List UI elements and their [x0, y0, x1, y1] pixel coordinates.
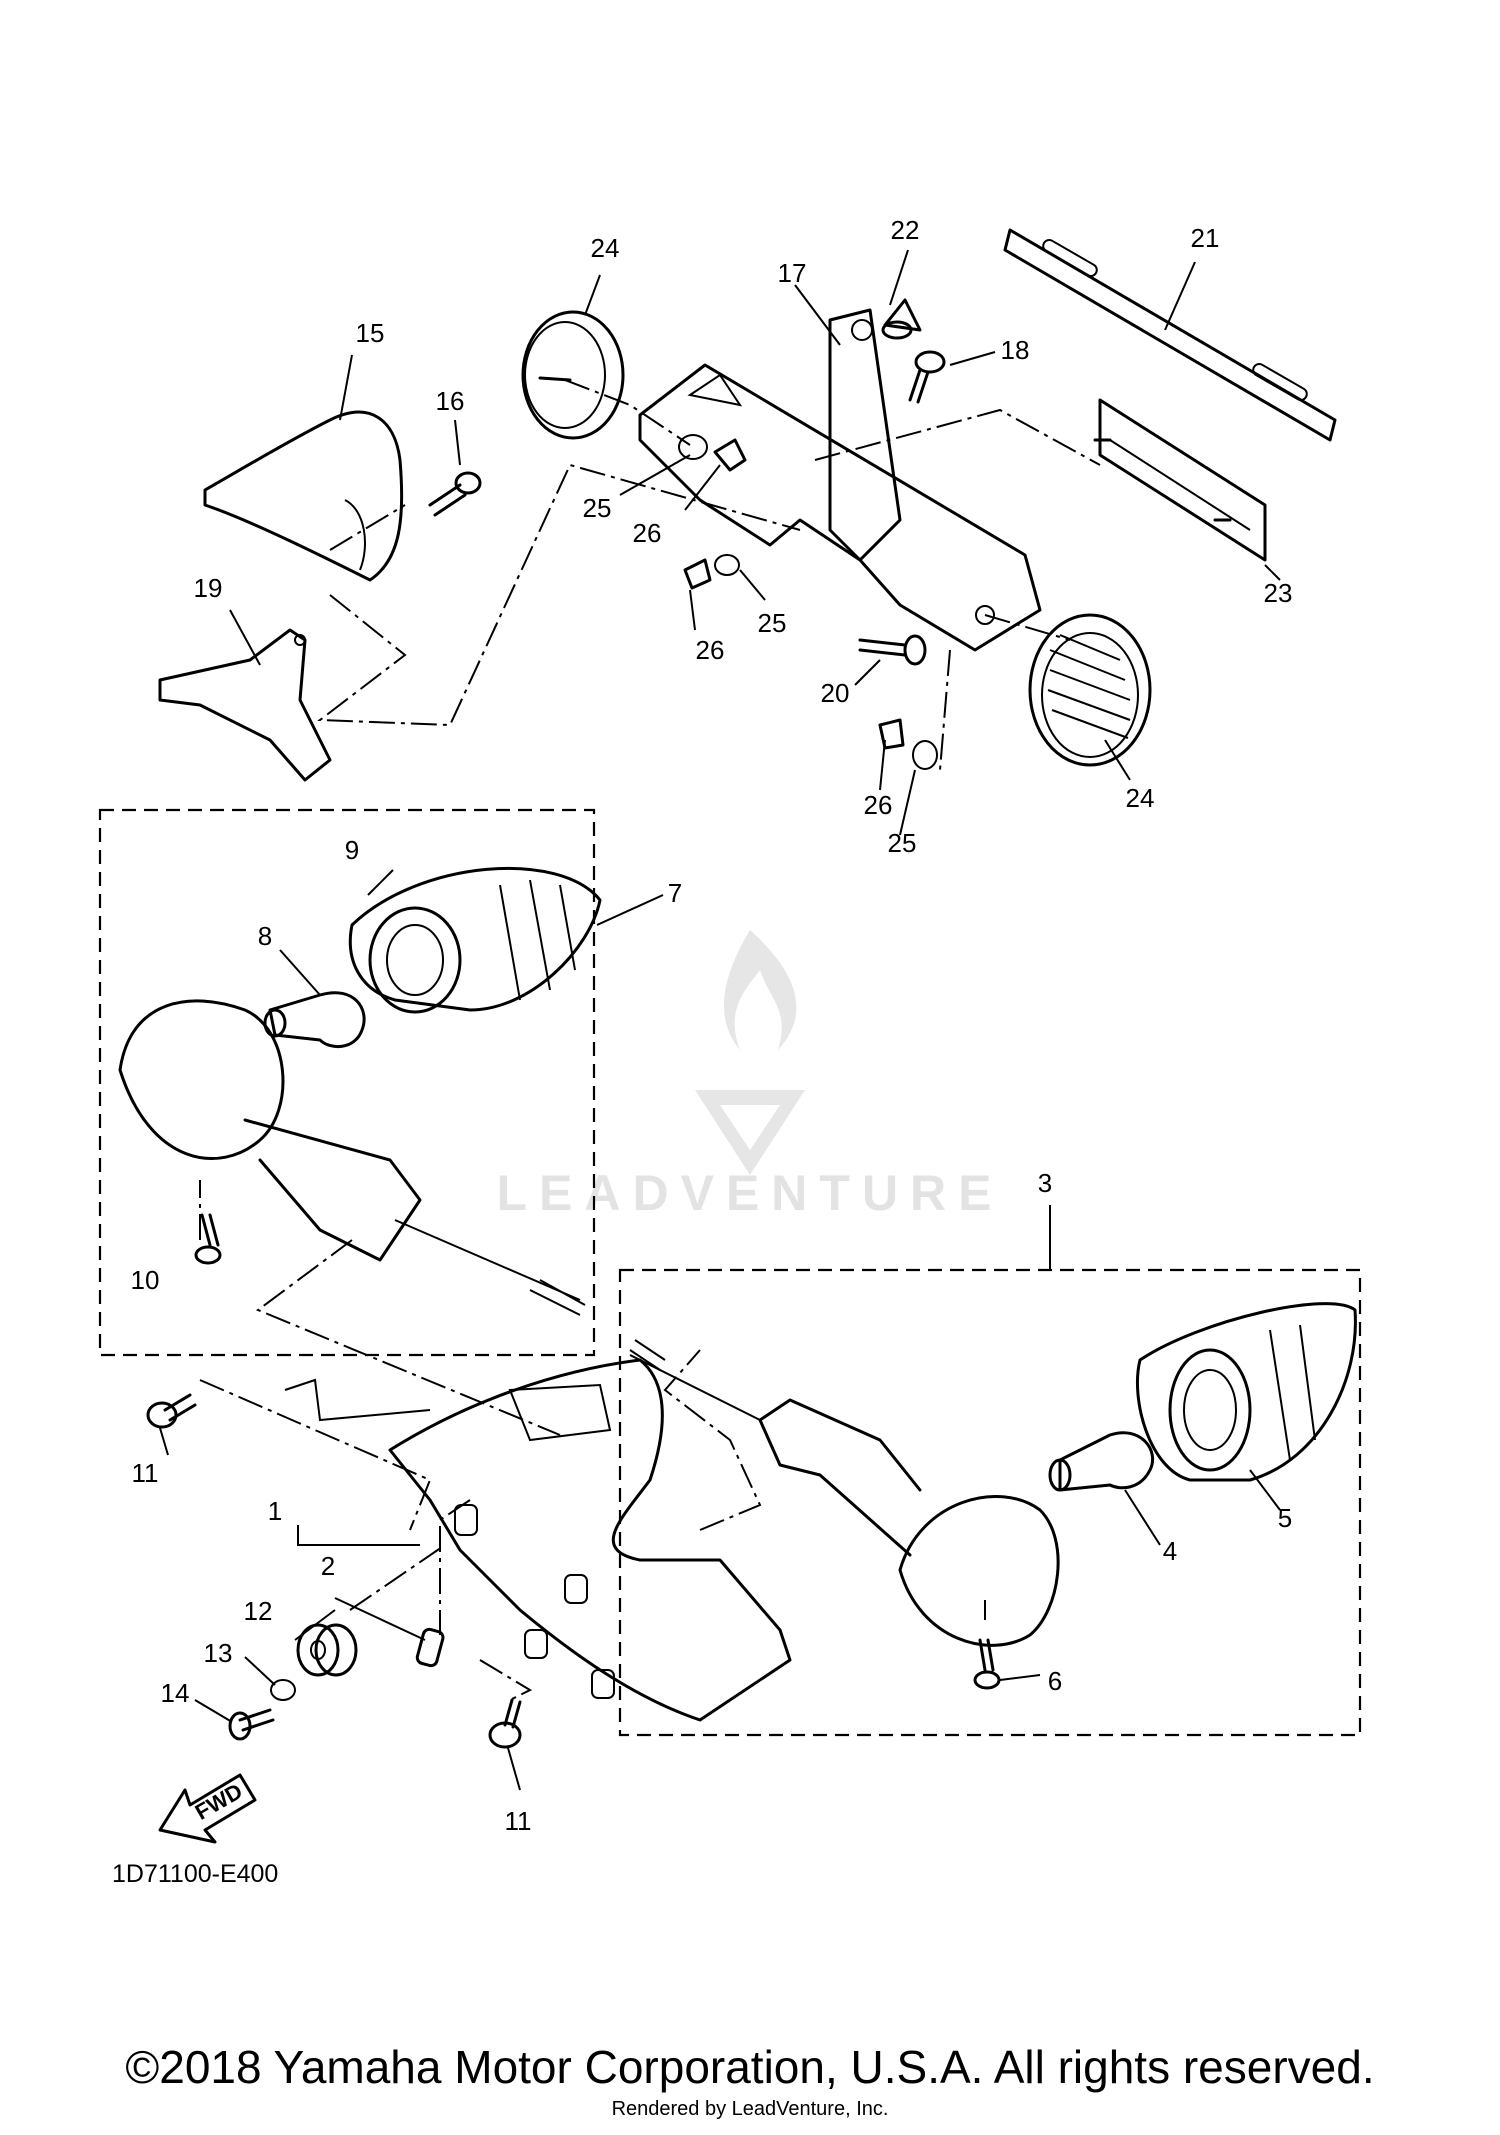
assembly-line-upper-3 — [317, 463, 801, 727]
part-8-bulb-left — [263, 991, 366, 1049]
part-10-screw — [194, 1213, 222, 1265]
rendered-by-credit: Rendered by LeadVenture, Inc. — [611, 2098, 889, 2120]
part-2-collar — [415, 1627, 445, 1668]
callout-11-upper: 11 — [132, 1458, 159, 1488]
part-23-plate — [1093, 398, 1267, 562]
callout-12: 12 — [244, 1596, 273, 1626]
assembly-line-upper-1 — [564, 379, 691, 446]
callout-21: 21 — [1191, 223, 1220, 253]
fwd-label: FWD — [191, 1778, 247, 1825]
callout-14: 14 — [161, 1678, 190, 1708]
assembly-line-upper-2 — [329, 504, 406, 551]
part-4-bulb-right — [1048, 1431, 1155, 1492]
watermark-logo: LEADVENTURE — [496, 930, 1003, 1221]
callout-25-b: 25 — [758, 608, 787, 638]
assembly-line-upper-4 — [814, 408, 1101, 466]
assembly-line-lower-5 — [479, 1659, 533, 1701]
assembly-box-3 — [618, 1268, 1362, 1737]
part-24-reflector-upper — [521, 310, 625, 440]
assembly-line-lower-6 — [663, 1349, 762, 1531]
part-18-bolt — [908, 350, 946, 404]
callout-24-upper: 24 — [591, 233, 620, 263]
part-21-plate-bracket — [1003, 228, 1337, 442]
assembly-line-lower-3 — [349, 1544, 446, 1611]
callout-9: 9 — [345, 835, 359, 865]
callout-24-lower: 24 — [1126, 783, 1155, 813]
part-6-screw — [973, 1638, 1001, 1690]
part-15-cover — [203, 410, 404, 582]
callout-3: 3 — [1038, 1168, 1052, 1198]
callout-11-lower: 11 — [505, 1806, 532, 1836]
leader-lines — [159, 249, 1281, 1791]
assembly-line-lower-2 — [199, 1379, 432, 1531]
callout-10: 10 — [131, 1265, 160, 1295]
callout-13: 13 — [204, 1638, 233, 1668]
assembly-line-upper-6 — [984, 614, 1071, 641]
part-11-bolt-lower — [488, 1698, 522, 1749]
part-1-tail-cover — [388, 1358, 792, 1722]
callout-4: 4 — [1163, 1536, 1177, 1566]
callout-18: 18 — [1001, 335, 1030, 365]
callout-15: 15 — [356, 318, 385, 348]
part-5-lens-right — [1135, 1302, 1357, 1482]
callout-26-c: 26 — [864, 790, 893, 820]
part-11-bolt-upper — [146, 1393, 197, 1429]
callout-20: 20 — [821, 678, 850, 708]
callout-22: 22 — [891, 215, 920, 245]
diagram-code: 1D71100-E400 — [112, 1860, 279, 1888]
assembly-line-lower-4 — [439, 1499, 471, 1635]
callout-17: 17 — [778, 258, 807, 288]
callout-26-a: 26 — [633, 518, 662, 548]
callout-26-b: 26 — [696, 635, 725, 665]
part-17-main-bracket — [638, 308, 1042, 652]
assembly-line-upper-5 — [939, 649, 951, 771]
copyright-notice: ©2018 Yamaha Motor Corporation, U.S.A. A… — [125, 2041, 1375, 2093]
callout-16: 16 — [436, 386, 465, 416]
part-9-lens-left — [348, 866, 602, 1014]
part-12-grommet — [296, 1623, 358, 1677]
assembly-line-lower-1 — [255, 1239, 561, 1436]
part-13-washer — [270, 1679, 296, 1701]
part-19-bracket — [158, 628, 332, 782]
assembly-box-7 — [98, 808, 596, 1357]
part-14-bolt — [228, 1708, 275, 1741]
part-26-nuts — [683, 438, 905, 750]
part-turn-signal-body-left — [118, 999, 586, 1316]
callout-2: 2 — [321, 1551, 335, 1581]
part-turn-signal-body-right — [629, 1339, 1060, 1647]
callout-23: 23 — [1264, 578, 1293, 608]
callout-1: 1 — [268, 1496, 282, 1526]
callout-8: 8 — [258, 921, 272, 951]
callout-6: 6 — [1048, 1666, 1062, 1696]
callout-19: 19 — [194, 573, 223, 603]
part-16-bolt — [428, 471, 482, 517]
part-24-reflector-lower — [1028, 613, 1152, 767]
callout-5: 5 — [1278, 1503, 1292, 1533]
forward-arrow-icon: FWD — [158, 1773, 257, 1844]
callout-7: 7 — [668, 878, 682, 908]
watermark-text: LEADVENTURE — [496, 1165, 1003, 1221]
callout-25-a: 25 — [583, 493, 612, 523]
part-25-washers — [678, 434, 938, 770]
part-22-cap-nut — [881, 298, 922, 340]
part-20-bolt — [858, 634, 927, 666]
callout-25-c: 25 — [888, 828, 917, 858]
